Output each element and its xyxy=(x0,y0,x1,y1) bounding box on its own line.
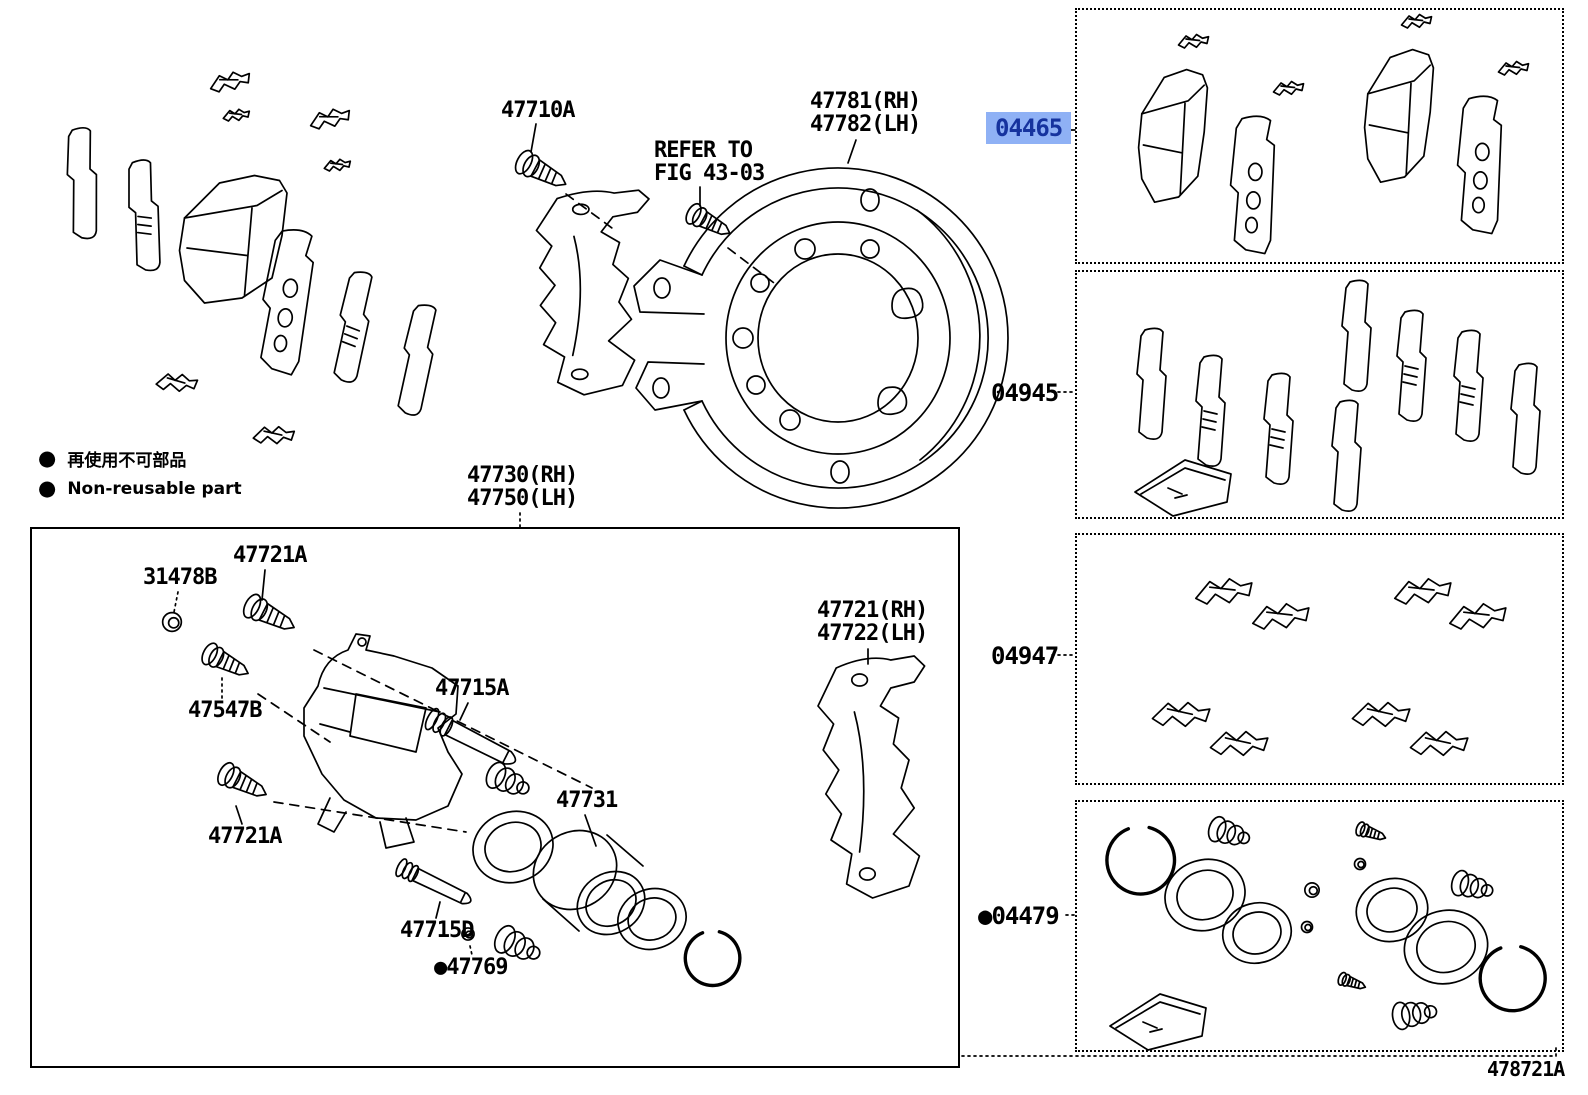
callout-47721a-lower[interactable]: 47721A xyxy=(208,824,282,849)
caliper-body-art xyxy=(304,634,462,848)
kit-code-04947[interactable]: 04947 xyxy=(991,642,1059,670)
pin-upper-text: 47715A xyxy=(435,676,509,701)
plug-text: 31478B xyxy=(143,565,217,590)
callout-47731[interactable]: 47731 xyxy=(556,788,618,813)
piston-text: 47731 xyxy=(556,788,618,813)
shim-kit-art xyxy=(1134,279,1541,517)
kit-box-04465 xyxy=(1075,8,1564,264)
bracket-lh-text: 47722(LH) xyxy=(817,621,928,646)
non-reusable-dot-icon: ● xyxy=(38,476,57,500)
callout-31478b[interactable]: 31478B xyxy=(143,565,217,590)
fitting-kit-art xyxy=(1150,577,1507,761)
kit-code-04945[interactable]: 04945 xyxy=(991,379,1059,407)
refer-line2: FIG 43-03 xyxy=(654,161,765,186)
callout-47547b[interactable]: 47547B xyxy=(188,698,262,723)
non-reusable-dot-icon: ● xyxy=(434,955,447,980)
kit-box-04947 xyxy=(1075,533,1564,785)
mount-bolt-art xyxy=(511,146,778,286)
kit-code-04465[interactable]: 04465 xyxy=(986,112,1072,144)
callout-47769[interactable]: ●47769 xyxy=(434,955,508,980)
callout-47710a[interactable]: 47710A xyxy=(501,98,575,123)
dust-shield-art xyxy=(634,168,1008,508)
legend-row-en: ● Non-reusable part xyxy=(38,478,242,499)
shield-lh-text: 47782(LH) xyxy=(810,112,921,137)
bleeder-text: 47547B xyxy=(188,698,262,723)
kit-04947-text: 04947 xyxy=(991,642,1059,670)
bolt-lower-text: 47721A xyxy=(208,824,282,849)
kit-box-04945 xyxy=(1075,270,1564,519)
figure-code-text: 478721A xyxy=(1487,1057,1565,1081)
callout-47730[interactable]: 47730(RH) 47750(LH) xyxy=(467,463,578,511)
refer-line1: REFER TO xyxy=(654,138,753,163)
callout-47721a-upper[interactable]: 47721A xyxy=(233,543,307,568)
piston-and-seals-art xyxy=(462,799,742,988)
kit-04465-text: 04465 xyxy=(995,114,1063,142)
callout-47781[interactable]: 47781(RH) 47782(LH) xyxy=(810,89,921,137)
kit-box-04479 xyxy=(1075,800,1564,1052)
legend: ● 再使用不可部品 ● Non-reusable part xyxy=(38,446,242,506)
legend-jp-text: 再使用不可部品 xyxy=(67,451,187,471)
legend-row-jp: ● 再使用不可部品 xyxy=(38,446,242,472)
callout-refer-fig[interactable]: REFER TO FIG 43-03 xyxy=(654,138,765,186)
callout-47715d[interactable]: 47715D xyxy=(400,918,474,943)
pin-lower-text: 47715D xyxy=(400,918,474,943)
callout-47710a-text: 47710A xyxy=(501,98,575,123)
kit-04945-text: 04945 xyxy=(991,379,1059,407)
callout-47721-bracket[interactable]: 47721(RH) 47722(LH) xyxy=(817,598,928,646)
non-reusable-dot-icon: ● xyxy=(38,446,57,470)
bracket-rh-text: 47721(RH) xyxy=(817,598,928,623)
exploded-pads-art xyxy=(63,69,441,448)
legend-en-text: Non-reusable part xyxy=(67,478,242,499)
leader-lines xyxy=(174,124,1556,1056)
caliper-fasteners-art xyxy=(161,590,592,832)
kit-04479-text: 04479 xyxy=(991,902,1059,930)
cylinder-kit-art xyxy=(1107,813,1545,1051)
figure-code: 478721A xyxy=(1487,1057,1565,1081)
caliper-bracket-art xyxy=(816,654,926,900)
caliper-rh-text: 47730(RH) xyxy=(467,463,578,488)
callout-47715a[interactable]: 47715A xyxy=(435,676,509,701)
pad-kit-art xyxy=(1137,13,1530,255)
caliper-assembly-box xyxy=(30,527,960,1068)
non-reusable-dot-icon: ● xyxy=(978,902,992,930)
caliper-bracket-top-art xyxy=(526,186,651,398)
kit-code-04479[interactable]: ●04479 xyxy=(978,902,1060,930)
boot-set-text: 47769 xyxy=(446,955,508,980)
bolt-upper-text: 47721A xyxy=(233,543,307,568)
shield-rh-text: 47781(RH) xyxy=(810,89,921,114)
caliper-lh-text: 47750(LH) xyxy=(467,486,578,511)
